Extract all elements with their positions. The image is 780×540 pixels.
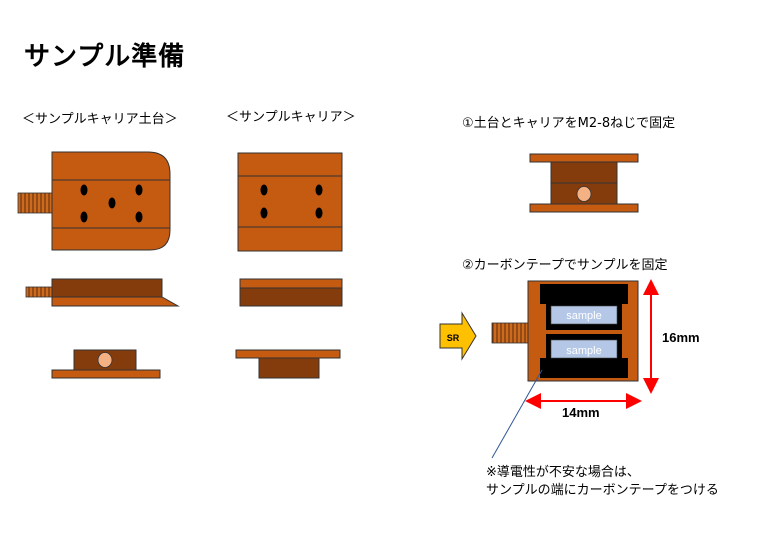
- sample-label: sample: [566, 345, 601, 357]
- carrier-side-view: [239, 278, 343, 307]
- width-dimension: 14mm: [562, 405, 600, 420]
- label-step1: ①土台とキャリアをM2-8ねじで固定: [462, 116, 676, 131]
- note-line1: ※導電性が不安な場合は、: [486, 465, 640, 480]
- screw-hole: [135, 184, 143, 196]
- screw-hole: [80, 211, 88, 223]
- step1-assembly: [529, 153, 639, 213]
- note-line2: サンプルの端にカーボンテープをつける: [486, 483, 719, 498]
- screw-hole: [108, 197, 116, 209]
- carrier-front-view: [235, 349, 341, 379]
- base-holder-side-view: [25, 278, 180, 307]
- screw-hole: [135, 211, 143, 223]
- sr-arrow: [439, 311, 477, 361]
- sample-label: sample: [566, 310, 601, 322]
- screw-hole: [80, 184, 88, 196]
- sample-piece: [550, 339, 618, 359]
- step2-assembly: SR sample sample: [439, 279, 659, 459]
- screw-thread: [17, 192, 55, 214]
- carbon-tape: [540, 284, 628, 304]
- sr-label: SR: [447, 333, 460, 343]
- height-dimension: 16mm: [662, 330, 700, 345]
- sample-piece: [550, 305, 618, 325]
- leader-line: [491, 369, 543, 459]
- page-title: サンプル準備: [24, 42, 186, 72]
- carrier-top-view: [237, 152, 343, 252]
- label-step2: ②カーボンテープでサンプルを固定: [462, 258, 668, 273]
- label-base-holder: ＜サンプルキャリア土台＞: [22, 112, 178, 127]
- base-holder-front-view: [51, 349, 161, 379]
- screw-thread: [491, 322, 529, 344]
- pin: [97, 352, 113, 368]
- base-holder-top-view: [17, 151, 171, 251]
- label-carrier: ＜サンプルキャリア＞: [226, 110, 356, 125]
